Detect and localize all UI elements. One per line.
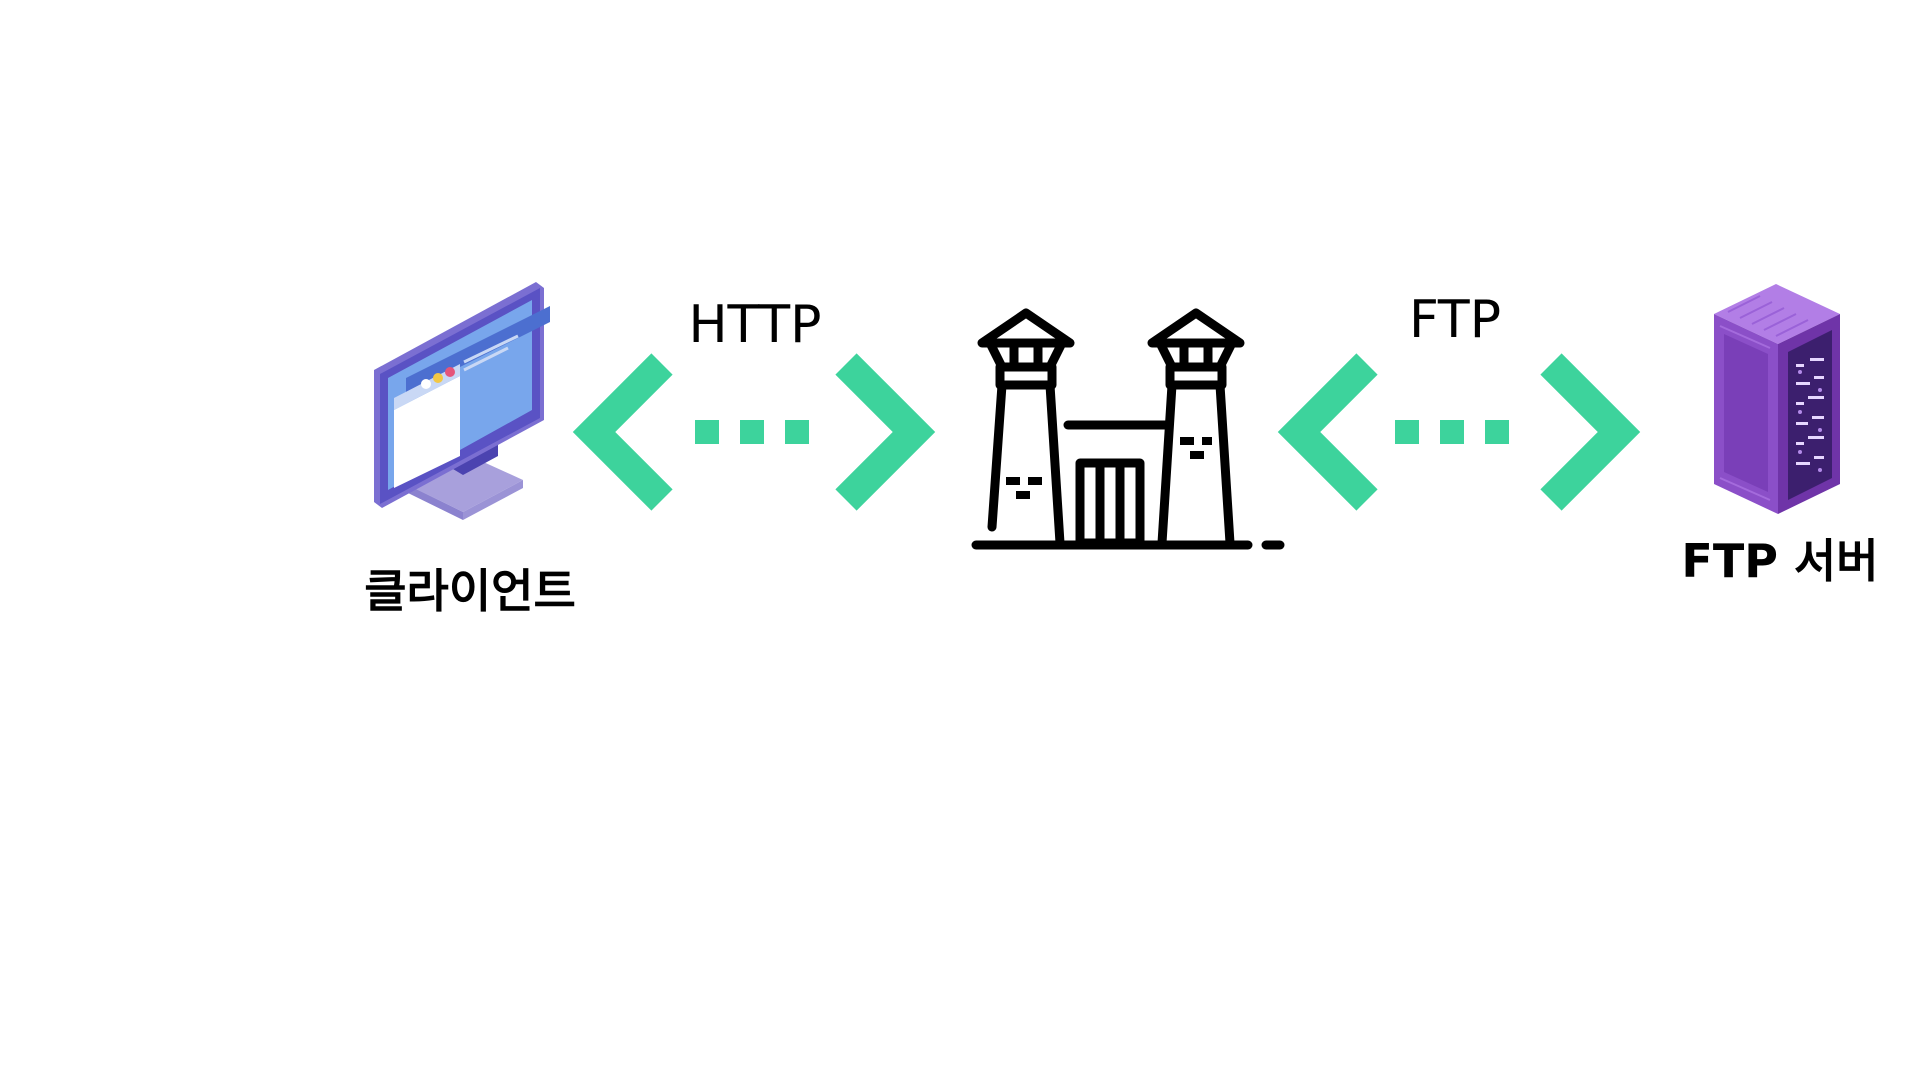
- server-rack-icon: [1714, 284, 1840, 514]
- proxy-node: [970, 305, 1285, 555]
- client-label: 클라이언트: [364, 564, 576, 618]
- link-label-ftp: FTP: [1408, 290, 1502, 350]
- server-label: FTP 서버: [1681, 534, 1879, 588]
- link-arrow-proxy-server: [1275, 353, 1645, 511]
- double-arrow-icon: [572, 353, 936, 511]
- double-arrow-icon: [1277, 353, 1641, 511]
- link-arrow-client-proxy: [570, 353, 940, 511]
- link-label-http: HTTP: [688, 295, 822, 355]
- desktop-monitor-icon: [374, 282, 550, 520]
- server-node: [1710, 282, 1845, 517]
- client-node: [368, 280, 568, 520]
- fortress-gate-icon: [971, 308, 1285, 550]
